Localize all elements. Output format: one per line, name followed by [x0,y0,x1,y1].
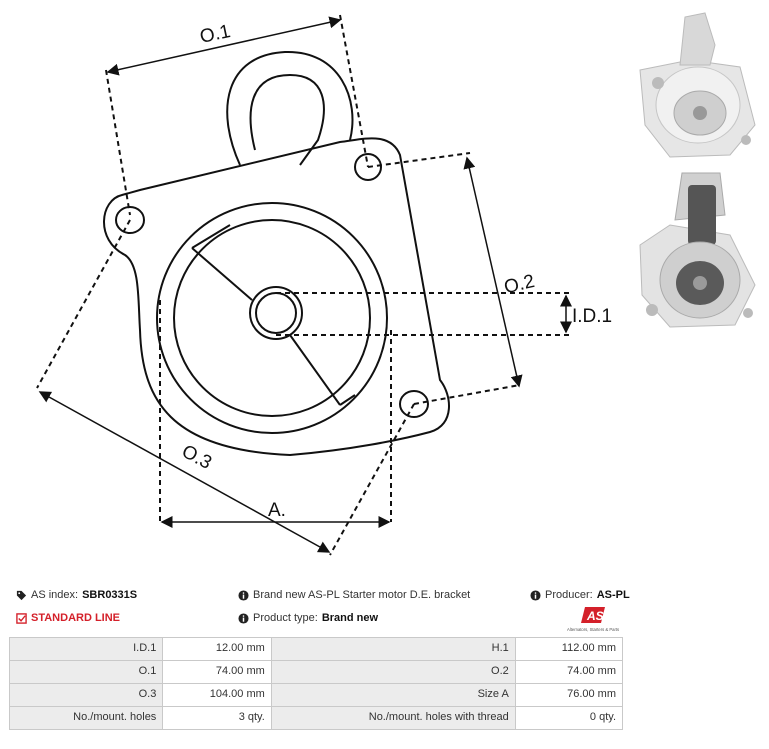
producer-label: Producer: [545,589,593,601]
label-o3: O.3 [178,441,215,474]
spec-label: No./mount. holes with thread [270,706,516,730]
spec-label: O.2 [270,660,516,684]
tags-icon [16,590,27,600]
window-cut [191,247,341,406]
bracket-body [103,137,450,457]
dim-o2 [463,156,523,388]
spec-label: H.1 [270,637,516,661]
spec-value: 112.00 mm [514,637,624,661]
label-o2: O.2 [502,271,537,298]
as-index: AS index: SBR0331S [16,589,137,601]
info-icon [238,612,249,624]
mount-hole-left [115,206,145,234]
spec-value: 12.00 mm [162,637,272,661]
mount-hole-top [354,153,382,181]
housing-outer-circle [156,202,388,434]
bore-outer [249,286,303,340]
spec-value: 74.00 mm [514,660,624,684]
svg-text:AS: AS [586,609,604,623]
product-photo-front [639,12,756,158]
standard-line: STANDARD LINE [16,612,120,624]
producer: Producer: AS-PL [530,589,630,601]
bore-inner [255,292,297,334]
housing-inner-circle [173,219,371,417]
mount-hole-bottom [399,390,429,418]
top-lug-inner [249,73,325,166]
description: Brand new AS-PL Starter motor D.E. brack… [238,589,470,601]
as-index-value: SBR0331S [82,589,138,601]
product-photo-back [639,172,756,328]
spec-value: 76.00 mm [514,683,624,707]
product-type-value: Brand new [321,612,379,624]
spec-value: 0 qty. [514,706,624,730]
info-icon [238,589,249,601]
standard-line-label: STANDARD LINE [31,612,121,624]
producer-value: AS-PL [596,589,630,601]
spec-value: 74.00 mm [162,660,272,684]
product-type: Product type: Brand new [238,612,378,624]
spec-value: 3 qty. [162,706,272,730]
label-id1: I.D.1 [572,306,612,327]
spec-label: No./mount. holes [8,706,164,730]
product-type-label: Product type: [253,612,318,624]
as-pl-logo: AS Alternators, Starters & Parts [565,605,625,633]
technical-drawing: O.1 O.2 O.3 A. I.D.1 [36,14,612,556]
spec-label: O.1 [8,660,164,684]
dim-o1 [106,16,342,76]
label-o1: O.1 [198,21,232,48]
label-a: A. [268,500,286,521]
info-icon [530,589,541,601]
svg-text:Alternators, Starters & Parts: Alternators, Starters & Parts [567,627,619,632]
spec-label: O.3 [8,683,164,707]
checkbox-icon [16,612,27,624]
as-index-label: AS index: [31,589,79,601]
top-lug [226,50,354,166]
spec-label: I.D.1 [8,637,164,661]
description-text: Brand new AS-PL Starter motor D.E. brack… [253,589,471,601]
spec-label: Size A [270,683,516,707]
spec-value: 104.00 mm [162,683,272,707]
